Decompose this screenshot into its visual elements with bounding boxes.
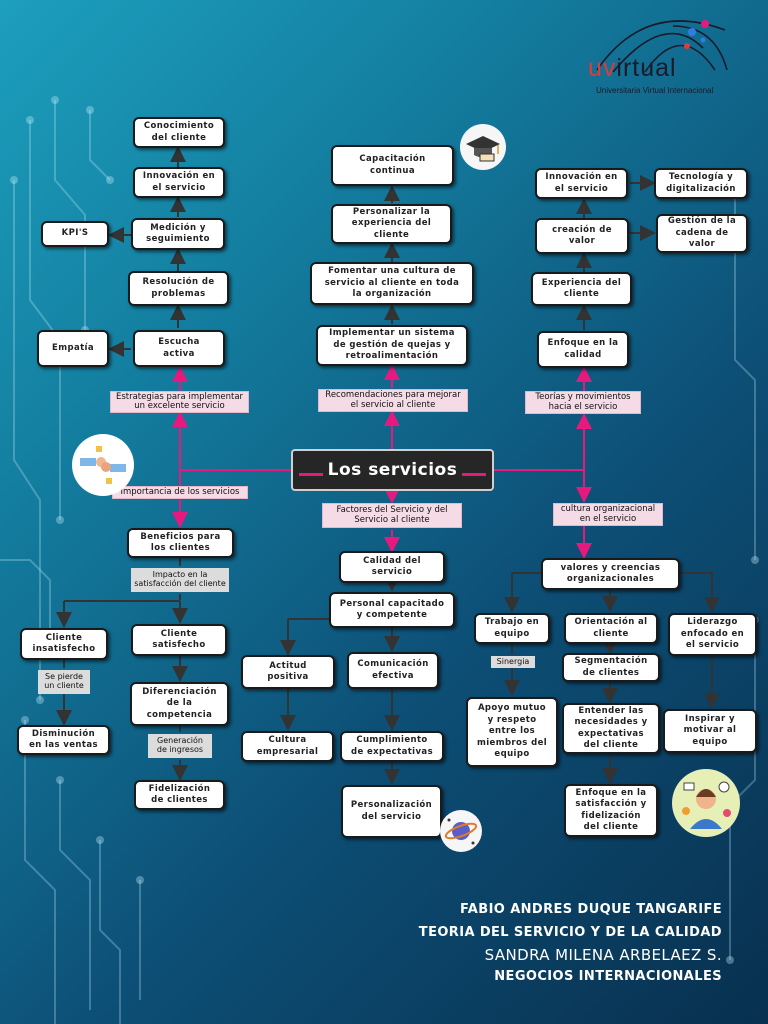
node-diferenciacion: Diferenciación de la competencia [130, 682, 229, 726]
node-innovacion-right: Innovación en el servicio [535, 168, 628, 199]
customer-agent-glyph [682, 781, 731, 829]
label-impact: Impacto en la satisfacción del cliente [131, 568, 229, 592]
node-insatisfecho: Cliente insatisfecho [20, 628, 108, 660]
footer-program: NEGOCIOS INTERNACIONALES [494, 969, 722, 984]
node-beneficios: Beneficios para los clientes [127, 528, 234, 558]
graduation-cap-icon [460, 124, 506, 170]
node-escucha: Escucha activa [133, 330, 225, 367]
node-creacion: creación de valor [535, 218, 629, 254]
planet-glyph [444, 818, 478, 845]
central-title: Los servicios [327, 460, 458, 480]
logo-wordmark: uvirtual [588, 54, 677, 83]
node-medicion: Medición y seguimiento [131, 218, 225, 250]
node-tecnologia: Tecnología y digitalización [654, 168, 748, 199]
node-apoyo: Apoyo mutuo y respeto entre los miembros… [466, 697, 558, 767]
graduation-cap-glyph [466, 136, 500, 162]
node-implementar: Implementar un sistema de gestión de que… [316, 325, 468, 366]
node-empatia: Empatía [37, 330, 109, 367]
branch-importance: Importancia de los servicios [112, 486, 248, 499]
footer-course: TEORIA DEL SERVICIO Y DE LA CALIDAD [418, 925, 722, 940]
branch-factors: Factores del Servicio y del Servicio al … [322, 503, 462, 528]
customer-agent-icon [672, 769, 740, 837]
node-innovacion-left: Innovación en el servicio [133, 167, 225, 198]
label-synergy: Sinergia [491, 656, 535, 668]
node-inspirar: Inspirar y motivar al equipo [663, 709, 757, 753]
branch-strategies: Estrategias para implementar un excelent… [110, 391, 249, 413]
handshake-icon [72, 434, 134, 496]
logo [585, 10, 745, 100]
underline-left [298, 473, 323, 476]
node-enfoque-calidad: Enfoque en la calidad [537, 331, 629, 368]
logo-prefix: uv [588, 54, 617, 82]
branch-recommendations: Recomendaciones para mejorar el servicio… [318, 389, 468, 412]
node-experiencia: Experiencia del cliente [531, 272, 632, 306]
node-liderazgo: Liderazgo enfocado en el servicio [668, 613, 757, 656]
node-cultura-empresarial: Cultura empresarial [241, 731, 334, 762]
central-node: Los servicios [291, 449, 494, 491]
label-lose-client: Se pierde un cliente [38, 670, 90, 694]
node-entender: Entender las necesidades y expectativas … [562, 703, 660, 754]
node-personal: Personal capacitado y competente [329, 592, 455, 628]
node-capacitacion: Capacitación continua [331, 145, 454, 186]
node-valores: valores y creencias organizacionales [541, 558, 680, 590]
node-satisfecho: Cliente satisfecho [131, 624, 227, 656]
node-personalizar: Personalizar la experiencia del cliente [331, 204, 452, 244]
node-personalizacion: Personalización del servicio [341, 785, 442, 838]
node-enfoque-satisfaccion: Enfoque en la satisfacción y fidelizació… [564, 784, 658, 837]
node-trabajo: Trabajo en equipo [474, 613, 550, 644]
node-disminucion: Disminución en las ventas [17, 725, 110, 755]
node-segmentacion: Segmentación de clientes [562, 653, 660, 682]
node-orientacion: Orientación al cliente [564, 613, 658, 644]
label-revenue: Generación de ingresos [148, 734, 212, 758]
node-fomentar: Fomentar una cultura de servicio al clie… [310, 262, 474, 305]
branch-culture: cultura organizacional en el servicio [553, 503, 663, 526]
underline-right [462, 473, 487, 476]
logo-subtitle: Universitaria Virtual Internacional [596, 86, 714, 95]
handshake-glyph [80, 446, 126, 484]
node-cumplimiento: Cumplimiento de expectativas [340, 731, 444, 762]
node-resolucion: Resolución de problemas [128, 271, 229, 306]
node-actitud: Actitud positiva [241, 655, 335, 689]
logo-name: irtual [616, 54, 677, 82]
node-conocimiento: Conocimiento del cliente [133, 117, 225, 148]
node-fidelizacion: Fidelización de clientes [134, 780, 225, 810]
footer-author: FABIO ANDRES DUQUE TANGARIFE [460, 902, 722, 917]
globe-logo-icon [596, 20, 728, 73]
node-kpis: KPI'S [41, 221, 109, 247]
footer-teacher: SANDRA MILENA ARBELAEZ S. [484, 946, 722, 964]
planet-icon [440, 810, 482, 852]
node-gestion: Gestión de la cadena de valor [656, 214, 748, 253]
node-calidad: Calidad del servicio [339, 551, 445, 583]
branch-theories: Teorías y movimientos hacia el servicio [525, 391, 641, 414]
node-comunicacion: Comunicación efectiva [347, 652, 439, 689]
